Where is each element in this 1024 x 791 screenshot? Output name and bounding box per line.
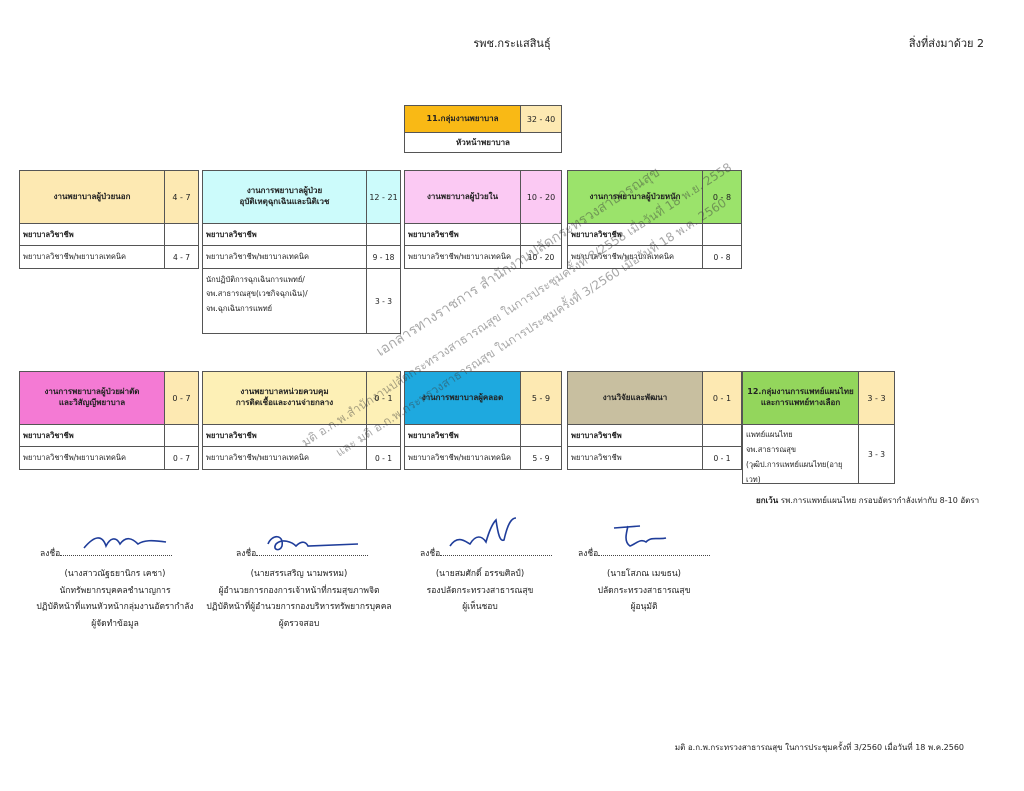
unit-range: 12 - 21 bbox=[366, 170, 401, 224]
signer-role: ผู้จัดทำข้อมูล bbox=[91, 618, 139, 629]
signature-4-scribble bbox=[613, 525, 667, 547]
signer-position-2: ปฏิบัติหน้าที่ผู้อำนวยการกองบริหารทรัพยา… bbox=[206, 602, 392, 613]
unit-range: 3 - 3 bbox=[858, 371, 895, 425]
unit-title: งานการพยาบาลผู้ป่วยผ่าตัด และวิสัญญีพยาบ… bbox=[19, 371, 165, 425]
position-value bbox=[702, 223, 742, 246]
top-unit-head: หัวหน้าพยาบาล bbox=[404, 132, 562, 153]
unit-range: 0 - 7 bbox=[164, 371, 199, 425]
unit-range: 10 - 20 bbox=[520, 170, 562, 224]
hospital-name: รพช.กระแสสินธุ์ bbox=[473, 37, 551, 50]
footer-resolution: มติ อ.ก.พ.กระทรวงสาธารณสุข ในการประชุมคร… bbox=[674, 743, 964, 752]
position-label: พยาบาลวิชาชีพ/พยาบาลเทคนิค bbox=[19, 446, 165, 470]
position-line: นักปฏิบัติการฉุกเฉินการแพทย์/ bbox=[206, 275, 305, 284]
position-value: 10 - 20 bbox=[520, 245, 562, 269]
top-unit-title: 11.กลุ่มงานพยาบาล bbox=[404, 105, 521, 133]
unit-title-line1: งานพยาบาลหน่วยควบคุม bbox=[240, 387, 329, 397]
exception-label: ยกเว้น bbox=[756, 496, 779, 505]
unit-title: งานการพยาบาลผู้คลอด bbox=[404, 371, 521, 425]
position-value: 3 - 3 bbox=[858, 424, 895, 484]
unit-title: งานการพยาบาลผู้ป่วยหนัก bbox=[567, 170, 703, 224]
position-value: 9 - 18 bbox=[366, 245, 401, 269]
unit-title: งานวิจัยและพัฒนา bbox=[567, 371, 703, 425]
signature-3-line: ลงชื่อ bbox=[420, 546, 553, 560]
signer-position: นักทรัพยากรบุคคลชำนาญการ bbox=[59, 585, 171, 596]
position-value: 0 - 8 bbox=[702, 245, 742, 269]
position-label: พยาบาลวิชาชีพ/พยาบาลเทคนิค bbox=[404, 446, 521, 470]
position-value: 0 - 7 bbox=[164, 446, 199, 470]
position-line: จพ.ฉุกเฉินการแพทย์ bbox=[206, 303, 273, 313]
exception-text: รพ.การแพทย์แผนไทย กรอบอัตรากำลังเท่ากับ … bbox=[778, 496, 980, 505]
unit-title: งานพยาบาลผู้ป่วยใน bbox=[404, 170, 521, 224]
unit-title: งานพยาบาลหน่วยควบคุม การติดเชื้อและงานจ่… bbox=[202, 371, 367, 425]
unit-range: 0 - 1 bbox=[702, 371, 742, 425]
signature-block-3: (นายสมศักดิ์ อรรฆศิลป์) รองปลัดกระทรวงสา… bbox=[400, 566, 560, 616]
position-label-multiline: นักปฏิบัติการฉุกเฉินการแพทย์/ จพ.สาธารณส… bbox=[202, 268, 367, 334]
unit-title-line1: งานการพยาบาลผู้ป่วย bbox=[246, 186, 323, 196]
position-label: พยาบาลวิชาชีพ bbox=[19, 424, 165, 447]
signature-prefix: ลงชื่อ bbox=[420, 549, 441, 559]
signer-name: (นายสรรเสริญ นามพรหม) bbox=[250, 569, 348, 579]
position-value: 3 - 3 bbox=[366, 268, 401, 334]
position-label: พยาบาลวิชาชีพ bbox=[567, 446, 703, 470]
signer-role: ผู้อนุมัติ bbox=[630, 602, 658, 613]
position-value bbox=[164, 424, 199, 447]
position-label-multiline: แพทย์แผนไทย จพ.สาธารณสุข (วุฒิป.การแพทย์… bbox=[742, 424, 859, 484]
position-label: พยาบาลวิชาชีพ/พยาบาลเทคนิค bbox=[202, 245, 367, 269]
position-value: 4 - 7 bbox=[164, 245, 199, 269]
signature-prefix: ลงชื่อ bbox=[40, 549, 61, 559]
position-label: พยาบาลวิชาชีพ bbox=[404, 223, 521, 246]
attachment-label: สิ่งที่ส่งมาด้วย 2 bbox=[908, 37, 984, 50]
position-value bbox=[702, 424, 742, 447]
signature-2-line: ลงชื่อ bbox=[236, 546, 369, 560]
unit-range: 4 - 7 bbox=[164, 170, 199, 224]
position-label: พยาบาลวิชาชีพ bbox=[202, 223, 367, 246]
signer-position-2: ปฏิบัติหน้าที่แทนหัวหน้ากลุ่มงานอัตรากำล… bbox=[36, 602, 194, 613]
position-value bbox=[164, 223, 199, 246]
signer-name: (นายโสภณ เมฆธน) bbox=[607, 569, 681, 579]
position-value: 0 - 1 bbox=[366, 446, 401, 470]
signer-position: ผู้อำนวยการกองการเจ้าหน้าที่กรมสุขภาพจิต bbox=[218, 585, 380, 596]
position-value bbox=[520, 424, 562, 447]
position-value bbox=[366, 223, 401, 246]
unit-range: 0 - 8 bbox=[702, 170, 742, 224]
unit-title: 12.กลุ่มงานการแพทย์แผนไทย และการแพทย์ทาง… bbox=[742, 371, 859, 425]
unit-title: งานการพยาบาลผู้ป่วย อุบัติเหตุฉุกเฉินและ… bbox=[202, 170, 367, 224]
signer-position: ปลัดกระทรวงสาธารณสุข bbox=[597, 585, 691, 596]
unit-title-line2: อุบัติเหตุฉุกเฉินและนิติเวช bbox=[239, 197, 330, 206]
signer-role: ผู้เห็นชอบ bbox=[462, 602, 498, 613]
signature-block-1: (นางสาวณัฐธยานิกร เคชา) นักทรัพยากรบุคคล… bbox=[20, 566, 210, 632]
signer-position: รองปลัดกระทรวงสาธารณสุข bbox=[426, 585, 534, 596]
position-value: 5 - 9 bbox=[520, 446, 562, 470]
position-label: พยาบาลวิชาชีพ bbox=[404, 424, 521, 447]
signature-prefix: ลงชื่อ bbox=[578, 549, 599, 559]
signer-role: ผู้ตรวจสอบ bbox=[278, 618, 320, 629]
signature-prefix: ลงชื่อ bbox=[236, 549, 257, 559]
signature-1-line: ลงชื่อ bbox=[40, 546, 173, 560]
signature-4-line: ลงชื่อ bbox=[578, 546, 711, 560]
unit-title-line1: งานการพยาบาลผู้ป่วยผ่าตัด bbox=[44, 387, 140, 397]
position-value: 0 - 1 bbox=[702, 446, 742, 470]
unit-title: งานพยาบาลผู้ป่วยนอก bbox=[19, 170, 165, 224]
position-line: จพ.สาธารณสุข(เวชกิจฉุกเฉิน)/ bbox=[206, 289, 308, 299]
signer-name: (นายสมศักดิ์ อรรฆศิลป์) bbox=[435, 569, 525, 579]
unit-title-line2: และการแพทย์ทางเลือก bbox=[760, 398, 841, 407]
signature-block-4: (นายโสภณ เมฆธน) ปลัดกระทรวงสาธารณสุข ผู้… bbox=[564, 566, 724, 616]
signature-2-scribble bbox=[267, 535, 359, 551]
top-unit-range: 32 - 40 bbox=[520, 105, 562, 133]
signature-1-scribble bbox=[83, 537, 167, 549]
signature-block-2: (นายสรรเสริญ นามพรหม) ผู้อำนวยการกองการเ… bbox=[194, 566, 404, 632]
position-label: พยาบาลวิชาชีพ bbox=[567, 424, 703, 447]
position-label: พยาบาลวิชาชีพ bbox=[19, 223, 165, 246]
exception-note: ยกเว้น รพ.การแพทย์แผนไทย กรอบอัตรากำลังเ… bbox=[756, 496, 979, 506]
position-label: พยาบาลวิชาชีพ/พยาบาลเทคนิค bbox=[19, 245, 165, 269]
unit-title-line2: และวิสัญญีพยาบาล bbox=[58, 398, 126, 407]
signer-name: (นางสาวณัฐธยานิกร เคชา) bbox=[64, 569, 166, 579]
position-line: (วุฒิป.การแพทย์แผนไทย(อายุเวท) bbox=[746, 460, 843, 484]
unit-title-line2: การติดเชื้อและงานจ่ายกลาง bbox=[235, 398, 334, 407]
signature-3-scribble bbox=[449, 517, 517, 547]
position-line: แพทย์แผนไทย bbox=[746, 430, 793, 439]
unit-title-line1: 12.กลุ่มงานการแพทย์แผนไทย bbox=[747, 387, 854, 397]
position-line: จพ.สาธารณสุข bbox=[746, 445, 796, 454]
unit-range: 5 - 9 bbox=[520, 371, 562, 425]
